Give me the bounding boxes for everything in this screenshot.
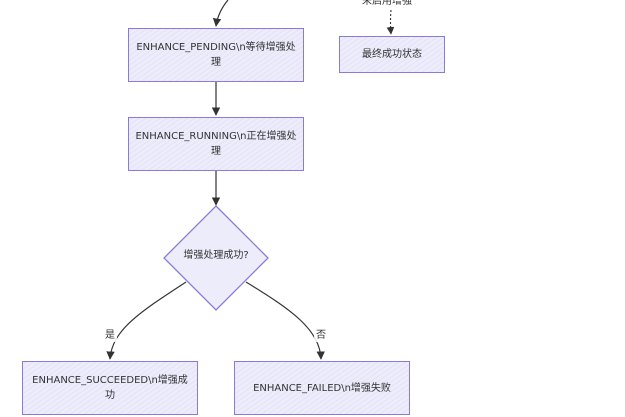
edge-label-disabled: 未启用增强 bbox=[360, 0, 414, 8]
edge-label-yes: 是 bbox=[103, 329, 117, 342]
edge-disabled-to-final bbox=[386, 9, 395, 35]
edge-label-no: 否 bbox=[314, 329, 328, 342]
node-enhance-failed: ENHANCE_FAILED\n增强失败 bbox=[234, 361, 410, 415]
node-enhance-pending: ENHANCE_PENDING\n等待增强处理 bbox=[128, 28, 304, 82]
node-enhance-succeeded: ENHANCE_SUCCEEDED\n增强成功 bbox=[22, 361, 198, 415]
node-enhance-running: ENHANCE_RUNNING\n正在增强处理 bbox=[128, 117, 304, 171]
edge-entry-to-pending bbox=[212, 0, 229, 27]
edge-decision-to-failed bbox=[245, 281, 325, 360]
decision-diamond bbox=[163, 205, 269, 311]
node-final-success: 最终成功状态 bbox=[339, 36, 445, 73]
decision-label: 增强处理成功? bbox=[183, 250, 249, 261]
edge-decision-to-succeeded bbox=[106, 281, 187, 360]
